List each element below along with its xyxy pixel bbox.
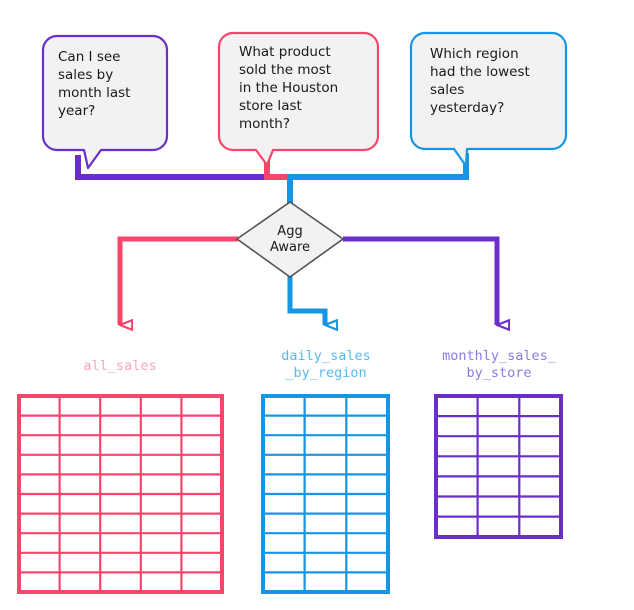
connector-purple-out xyxy=(343,236,497,325)
bubble-month-sales-body xyxy=(41,34,169,170)
table-monthly-sales-by-store-label: monthly_sales_ by_store xyxy=(442,348,556,381)
agg-aware-diamond-shape xyxy=(235,201,345,278)
table-all-sales[interactable] xyxy=(17,394,224,594)
connector-purple-in xyxy=(75,155,290,180)
table-all-sales-label: all_sales xyxy=(83,358,157,374)
agg-aware-node[interactable]: Agg Aware xyxy=(235,201,345,278)
connector-blue-out xyxy=(287,276,325,325)
table-monthly-sales-outline xyxy=(434,394,563,539)
bubble-houston-product[interactable]: What product sold the most in the Housto… xyxy=(217,31,380,167)
table-monthly-sales-grid xyxy=(436,396,561,537)
table-daily-sales-by-region-label: daily_sales _by_region xyxy=(281,348,371,381)
agg-aware-label: Agg Aware xyxy=(269,224,311,255)
bubble-month-sales[interactable]: Can I see sales by month last year? xyxy=(41,34,169,170)
bubble-region-lowest-body xyxy=(409,31,568,168)
table-daily-sales-grid xyxy=(263,396,388,592)
connector-pink-out xyxy=(117,236,238,325)
bubble-region-lowest[interactable]: Which region had the lowest sales yester… xyxy=(409,31,568,168)
bubble-houston-product-body xyxy=(217,31,380,167)
bubble-region-lowest-text: Which region had the lowest sales yester… xyxy=(430,46,530,116)
table-daily-sales-by-region[interactable] xyxy=(261,394,390,594)
table-monthly-sales-by-store[interactable] xyxy=(434,394,563,539)
bubble-month-sales-text: Can I see sales by month last year? xyxy=(58,49,131,119)
table-all-sales-grid xyxy=(19,396,222,592)
bubble-houston-product-text: What product sold the most in the Housto… xyxy=(239,44,339,132)
